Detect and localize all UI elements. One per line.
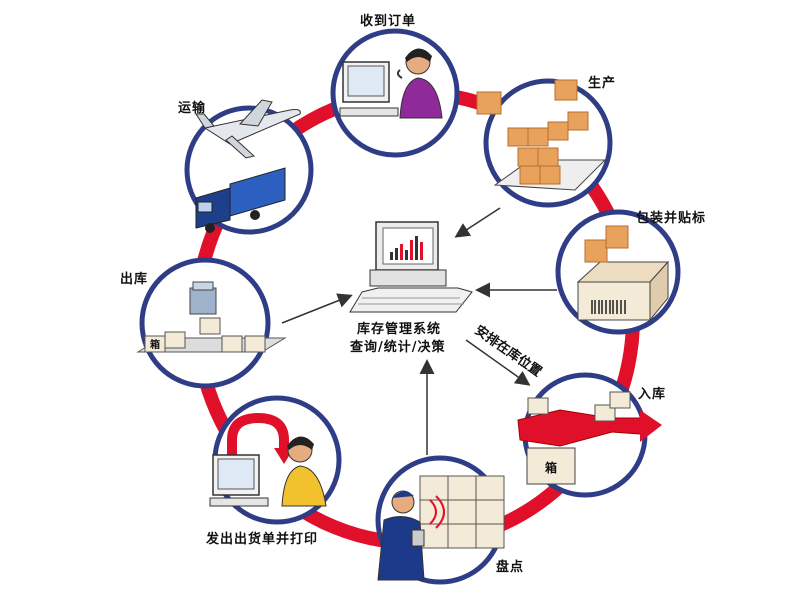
- label-packaging: 包装并贴标: [636, 211, 707, 226]
- step-order-circle: [330, 28, 460, 158]
- label-transport: 运输: [178, 101, 207, 116]
- label-order: 收到订单: [360, 14, 417, 29]
- step-transport-circle: [184, 99, 314, 235]
- central-computer-icon: [349, 221, 473, 313]
- step-outbound-circle: 箱: [136, 257, 287, 389]
- box-mark-label: 箱: [150, 338, 160, 351]
- step-shipping-doc-circle: [209, 395, 342, 525]
- box-mark-label: 箱: [545, 460, 557, 475]
- label-inbound: 入库: [638, 387, 667, 402]
- center-title: 库存管理系统: [357, 322, 442, 337]
- airplane-icon: [195, 99, 301, 159]
- step-inbound-circle: 箱: [517, 372, 662, 498]
- label-production: 生产: [588, 76, 617, 91]
- arrow-production-to-center: [454, 207, 501, 238]
- step-production-circle: [483, 78, 613, 208]
- arrow-center-to-inbound: [465, 339, 531, 386]
- label-outbound: 出库: [120, 272, 149, 287]
- step-inventory-circle: [375, 455, 505, 585]
- crate-icon: [476, 91, 502, 115]
- arrow-outbound-to-center: [281, 293, 353, 324]
- barcode-icon: [591, 300, 626, 314]
- truck-icon: [195, 167, 286, 233]
- bar-chart-icon: [390, 236, 423, 260]
- label-shipping-doc: 发出出货单并打印: [206, 532, 319, 547]
- label-inventory: 盘点: [496, 560, 525, 575]
- step-packaging-circle: [555, 209, 681, 335]
- center-subtitle: 查询/统计/决策: [350, 340, 446, 355]
